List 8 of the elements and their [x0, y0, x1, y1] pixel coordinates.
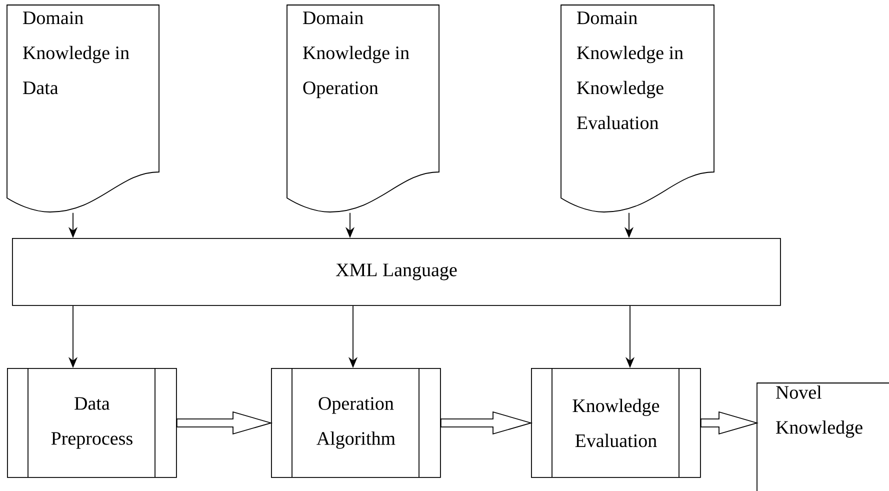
block-arrow: [176, 411, 273, 435]
block-arrow: [700, 411, 759, 435]
predefined-process-box: Operation Algorithm: [271, 368, 441, 478]
output-box: Novel Knowledge: [756, 382, 889, 491]
predefined-process-box: Knowledge Evaluation: [531, 368, 701, 478]
process-box: XML Language: [12, 238, 781, 306]
predefined-process-box: Data Preprocess: [7, 368, 177, 478]
block-arrow: [440, 411, 533, 435]
